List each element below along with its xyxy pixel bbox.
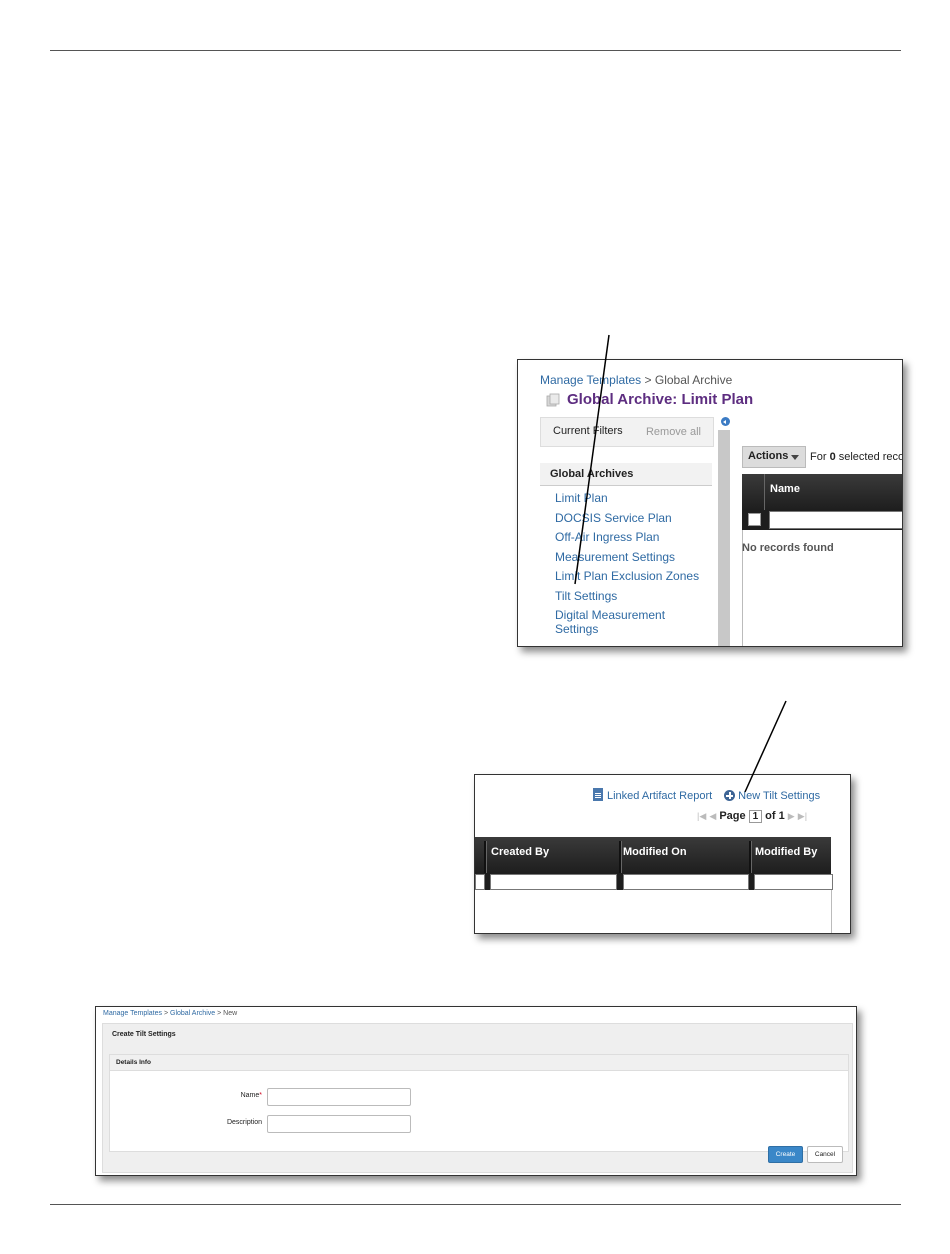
- archive-item-measurement-settings[interactable]: Measurement Settings: [555, 549, 676, 564]
- breadcrumb-current: New: [223, 1010, 238, 1017]
- plus-circle-icon: [724, 790, 736, 801]
- global-archive-screenshot: Manage Templates > Global Archive Global…: [517, 359, 903, 647]
- archive-item-limit-plan[interactable]: Limit Plan: [555, 491, 608, 505]
- column-header-created-by[interactable]: Created By: [491, 846, 550, 858]
- filter-row: [475, 873, 833, 890]
- document-icon: [593, 788, 603, 801]
- panel-title: Create Tilt Settings: [112, 1031, 176, 1038]
- page-number-input[interactable]: 1: [748, 810, 763, 823]
- collapse-sidebar-icon[interactable]: [721, 417, 730, 426]
- previous-page-icon[interactable]: ◀: [709, 811, 717, 821]
- first-page-icon[interactable]: |◀: [697, 811, 707, 821]
- breadcrumb: Manage Templates > Global Archive > New: [103, 1010, 238, 1017]
- bottom-rule: [50, 1204, 901, 1205]
- column-header-name[interactable]: Name: [770, 483, 800, 495]
- global-archives-list: Limit Plan DOCSIS Service Plan Off-Air I…: [555, 491, 705, 642]
- modified-by-filter-input[interactable]: [754, 874, 833, 890]
- cancel-button[interactable]: Cancel: [807, 1146, 843, 1163]
- archive-item-digital-measurement-settings[interactable]: Digital Measurement Settings: [555, 608, 666, 636]
- archive-item-docsis-service-plan[interactable]: DOCSIS Service Plan: [555, 510, 672, 525]
- top-rule: [50, 50, 901, 51]
- page-of-label: of 1: [765, 810, 785, 822]
- chevron-down-icon: [791, 455, 799, 460]
- selected-records-text: For 0 selected reco: [810, 451, 903, 463]
- create-tilt-settings-screenshot: Manage Templates > Global Archive > New …: [95, 1006, 857, 1176]
- page-title: Global Archive: Limit Plan: [567, 391, 754, 408]
- create-panel: Create Tilt Settings Details Info Name* …: [102, 1023, 853, 1173]
- breadcrumb-manage-templates-link[interactable]: Manage Templates: [103, 1010, 163, 1017]
- current-filters-box: Current Filters Remove all: [540, 417, 714, 447]
- name-filter-input[interactable]: [769, 511, 902, 529]
- breadcrumb-manage-templates-link[interactable]: Manage Templates: [540, 373, 642, 387]
- archive-item-tilt-settings[interactable]: Tilt Settings: [555, 588, 618, 603]
- breadcrumb-current: Global Archive: [654, 373, 733, 387]
- archive-item-limit-plan-exclusion-zones[interactable]: Limit Plan Exclusion Zones: [555, 569, 700, 583]
- name-label: Name*: [240, 1092, 262, 1099]
- modified-on-filter-input[interactable]: [623, 874, 749, 890]
- column-header-modified-on[interactable]: Modified On: [623, 846, 687, 858]
- next-page-icon[interactable]: ▶: [787, 811, 795, 821]
- no-records-message: No records found: [742, 542, 834, 554]
- selected-count: 0: [829, 451, 836, 463]
- table-header: Name: [742, 474, 902, 510]
- page-icon: [546, 393, 560, 407]
- actions-dropdown[interactable]: Actions: [742, 446, 806, 468]
- name-input[interactable]: [267, 1088, 411, 1106]
- last-page-icon[interactable]: ▶|: [797, 811, 808, 821]
- sidebar-splitter[interactable]: [718, 430, 730, 646]
- description-label: Description: [226, 1119, 262, 1126]
- details-section-header: Details Info: [110, 1055, 848, 1071]
- remove-all-link[interactable]: Remove all: [645, 426, 701, 438]
- linked-artifact-report-link[interactable]: Linked Artifact Report: [607, 790, 713, 802]
- details-section: Details Info Name* Description: [109, 1054, 849, 1152]
- breadcrumb-global-archive-link[interactable]: Global Archive: [170, 1010, 216, 1017]
- archive-item-off-air-ingress-plan[interactable]: Off-Air Ingress Plan: [555, 530, 660, 544]
- create-button[interactable]: Create: [768, 1146, 803, 1163]
- current-filters-label: Current Filters: [553, 425, 623, 437]
- new-tilt-settings-link[interactable]: New Tilt Settings: [738, 790, 821, 802]
- table-header: Created By Modified On Modified By: [475, 837, 831, 873]
- breadcrumb-separator: >: [641, 373, 655, 387]
- column-header-modified-by[interactable]: Modified By: [755, 846, 818, 858]
- toolbar-links: Linked Artifact Report New Tilt Settings: [593, 788, 820, 802]
- page-label: Page: [719, 810, 746, 822]
- global-archives-heading: Global Archives: [540, 463, 712, 486]
- filter-input[interactable]: [475, 874, 485, 890]
- created-by-filter-input[interactable]: [490, 874, 617, 890]
- select-all-checkbox[interactable]: [748, 513, 761, 526]
- description-input[interactable]: [267, 1115, 411, 1133]
- breadcrumb: Manage Templates > Global Archive: [540, 373, 732, 387]
- filter-row: [742, 510, 902, 530]
- required-marker: *: [259, 1092, 262, 1099]
